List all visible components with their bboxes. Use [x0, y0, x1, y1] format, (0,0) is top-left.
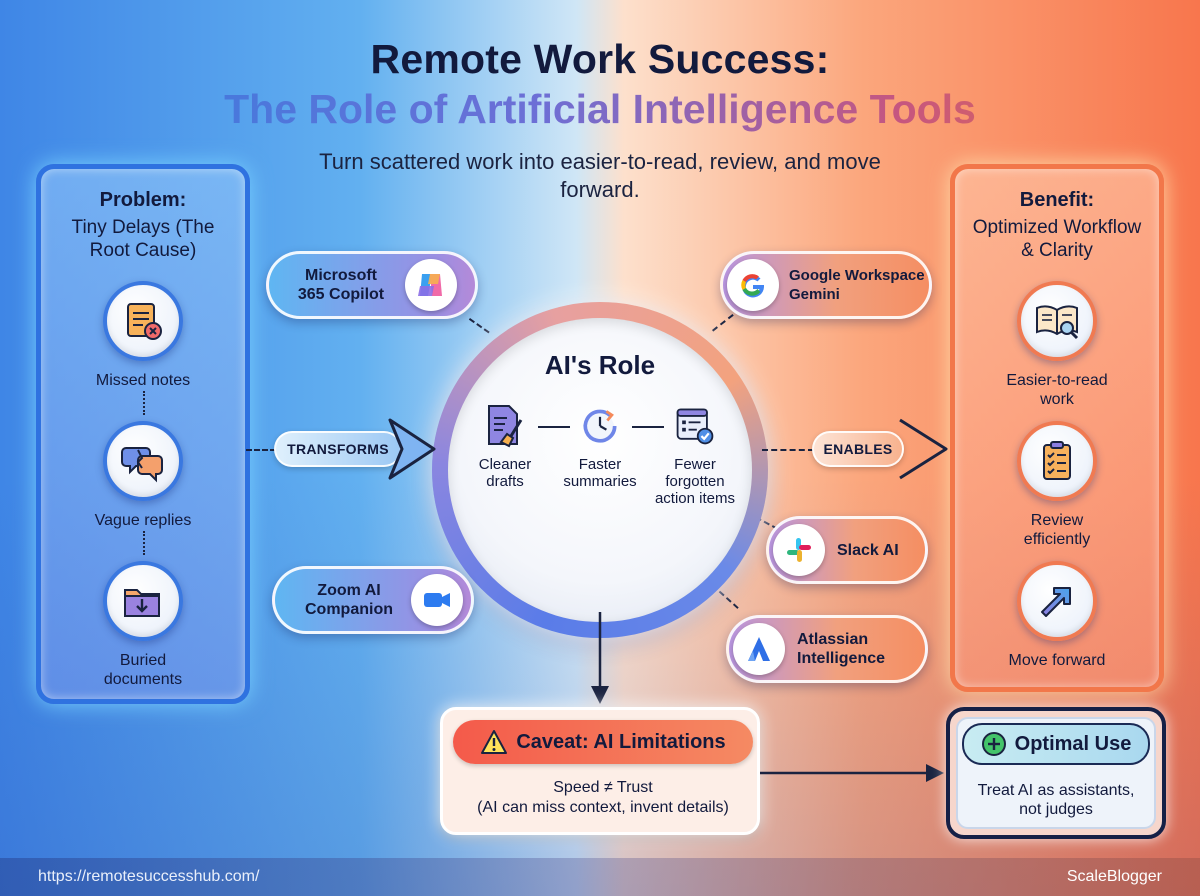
- benefit-item-label: Review efficiently: [1023, 512, 1091, 548]
- footer-brand: ScaleBlogger: [1066, 868, 1162, 885]
- book-magnifier-icon: [1036, 305, 1079, 340]
- enables-arrowhead-icon: [899, 418, 948, 480]
- center-connector: [632, 426, 664, 428]
- benefit-heading: Benefit:: [1019, 189, 1095, 211]
- problem-item-missed-notes: Missed notes: [41, 281, 245, 390]
- center-connector: [538, 426, 570, 428]
- transforms-label: TRANSFORMS: [274, 431, 402, 467]
- ai-item-label: Cleaner drafts: [478, 456, 532, 490]
- problem-item-buried-documents: Buried documents: [41, 561, 245, 689]
- dotted-connector: [143, 531, 145, 555]
- task-list-check-icon: [676, 408, 714, 445]
- benefit-item-move-forward: Move forward: [955, 561, 1159, 670]
- transforms-arrowhead-icon: [388, 418, 436, 480]
- tool-google-gemini: Google Workspace Gemini: [720, 251, 932, 319]
- ai-role-circle: [448, 318, 752, 622]
- page-title-secondary: The Role of Artificial Intelligence Tool…: [0, 86, 1200, 133]
- optimal-use-header: Optimal Use: [962, 723, 1150, 765]
- benefit-panel: Benefit: Optimized Workflow & Clarity Ea…: [950, 164, 1164, 692]
- ai-item-cleaner-drafts: Cleaner drafts: [460, 402, 550, 490]
- enables-dash: [762, 449, 814, 451]
- checklist-icon: [1043, 441, 1071, 480]
- plus-circle-icon: [981, 732, 1006, 756]
- caveat-header: Caveat: AI Limitations: [453, 720, 753, 764]
- enables-label: ENABLES: [812, 431, 904, 467]
- tool-label: Microsoft 365 Copilot: [297, 267, 385, 303]
- warning-icon: [481, 730, 508, 754]
- down-arrow-icon: [591, 612, 609, 704]
- caveat-body: Speed ≠ Trust (AI can miss context, inve…: [443, 778, 763, 818]
- tool-zoom-companion: Zoom AI Companion: [272, 566, 474, 634]
- ai-item-label: Fewer forgotten action items: [654, 456, 736, 507]
- connector-copilot: [468, 318, 490, 334]
- copilot-logo-icon: [405, 259, 457, 311]
- caveat-title: Caveat: AI Limitations: [516, 730, 726, 753]
- tool-slack-ai: Slack AI: [766, 516, 928, 584]
- benefit-item-label: Move forward: [1008, 652, 1106, 669]
- atlassian-logo-icon: [733, 623, 785, 675]
- benefit-subheading: Optimized Workflow & Clarity: [972, 217, 1142, 261]
- tool-atlassian-intelligence: Atlassian Intelligence: [726, 615, 928, 683]
- slack-logo-icon: [773, 524, 825, 576]
- tool-microsoft-copilot: Microsoft 365 Copilot: [266, 251, 478, 319]
- connector-gemini: [712, 313, 734, 332]
- broken-chat-icon: [121, 447, 163, 483]
- tool-label: Slack AI: [837, 541, 899, 559]
- page-title: Remote Work Success:: [370, 36, 830, 82]
- notepad-x-icon: [127, 303, 162, 340]
- problem-item-label: Missed notes: [95, 372, 191, 389]
- optimal-use-box: Optimal Use Treat AI as assistants, not …: [946, 707, 1166, 839]
- optimal-use-title: Optimal Use: [1014, 732, 1132, 755]
- problem-item-label: Vague replies: [94, 512, 192, 529]
- transforms-dash: [246, 449, 276, 451]
- benefit-item-easier-to-read: Easier-to-read work: [955, 281, 1159, 409]
- problem-heading: Problem:: [99, 189, 187, 211]
- dotted-connector: [143, 391, 145, 415]
- tool-label: Google Workspace Gemini: [789, 267, 925, 303]
- problem-item-label: Buried documents: [103, 652, 183, 688]
- problem-item-vague-replies: Vague replies: [41, 421, 245, 530]
- problem-subheading: Tiny Delays (The Root Cause): [71, 217, 215, 261]
- clock-refresh-icon: [583, 409, 617, 443]
- tool-label: Atlassian Intelligence: [797, 631, 886, 667]
- problem-panel: Problem: Tiny Delays (The Root Cause) Mi…: [36, 164, 250, 704]
- arrow-up-right-icon: [1041, 587, 1071, 617]
- ai-item-fewer-forgotten: Fewer forgotten action items: [650, 402, 740, 507]
- benefit-item-label: Easier-to-read work: [1006, 372, 1108, 408]
- ai-role-title: AI's Role: [544, 350, 656, 380]
- ai-item-label: Faster summaries: [563, 456, 637, 490]
- folder-download-icon: [124, 589, 160, 617]
- right-arrow-icon: [760, 764, 944, 782]
- caveat-line-2: (AI can miss context, invent details): [477, 799, 729, 816]
- document-brush-icon: [488, 405, 523, 448]
- tool-label: Zoom AI Companion: [305, 582, 393, 618]
- caveat-line-1: Speed ≠ Trust: [553, 779, 653, 796]
- google-logo-icon: [727, 259, 779, 311]
- benefit-item-review: Review efficiently: [955, 421, 1159, 549]
- ai-item-faster-summaries: Faster summaries: [555, 402, 645, 490]
- footer-bar: https://remotesuccesshub.com/ ScaleBlogg…: [0, 858, 1200, 896]
- page-subtitle: Turn scattered work into easier-to-read,…: [319, 149, 881, 202]
- zoom-camera-icon: [411, 574, 463, 626]
- caveat-box: Caveat: AI Limitations Speed ≠ Trust (AI…: [440, 707, 760, 835]
- footer-url-link[interactable]: https://remotesuccesshub.com/: [38, 868, 260, 885]
- optimal-use-body: Treat AI as assistants, not judges: [977, 782, 1135, 818]
